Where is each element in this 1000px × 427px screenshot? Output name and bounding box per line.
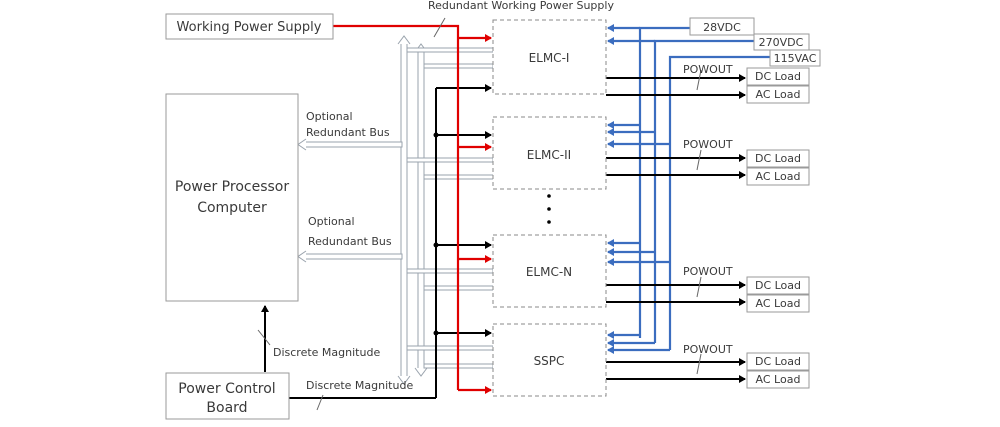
elmc-2-box	[492, 116, 607, 190]
discrete-magnitude-2-label: Discrete Magnitude	[306, 379, 413, 392]
elmc-1-box	[492, 19, 607, 95]
power-control-board-box	[165, 372, 290, 420]
ac-load-3-label: AC Load	[756, 297, 801, 310]
dc-load-3-box	[746, 276, 810, 295]
dc-load-2-label: DC Load	[755, 152, 801, 165]
sspc-box	[492, 323, 607, 397]
powout-4-label: POWOUT	[683, 343, 733, 356]
leader-lines	[257, 17, 446, 411]
supply-lines	[607, 24, 770, 354]
powout-2-label: POWOUT	[683, 138, 733, 151]
power-processor-computer-label-2: Computer	[197, 200, 267, 216]
vac115-label: 115VAC	[774, 52, 817, 65]
optional-redundant-bus-2-label-2: Redundant Bus	[308, 235, 392, 248]
elmc-n-box	[492, 234, 607, 308]
ellipsis-dots	[547, 194, 551, 224]
power-control-board-label-1: Power Control	[178, 381, 275, 397]
sspc-label: SSPC	[534, 354, 565, 368]
dc-load-4-box	[746, 352, 810, 371]
dc-load-1-label: DC Load	[755, 70, 801, 83]
output-lines	[606, 69, 746, 383]
vac115-box	[769, 49, 821, 67]
ac-load-1-box	[746, 85, 810, 104]
elmc-2-label: ELMC-II	[527, 148, 571, 162]
control-lines	[261, 84, 492, 399]
elmc-n-label: ELMC-N	[526, 265, 572, 279]
dc-load-3-label: DC Load	[755, 279, 801, 292]
power-control-board-label-2: Board	[206, 400, 247, 416]
elmc-1-label: ELMC-I	[529, 51, 570, 65]
discrete-magnitude-1-label: Discrete Magnitude	[273, 346, 380, 359]
working-power-supply-label: Working Power Supply	[177, 20, 322, 35]
ac-load-4-label: AC Load	[756, 373, 801, 386]
vdc28-label: 28VDC	[703, 21, 741, 34]
optional-redundant-bus-2-label-1: Optional	[308, 215, 355, 228]
ac-load-1-label: AC Load	[756, 88, 801, 101]
redundant-bus-connectors	[297, 138, 403, 263]
ac-load-2-box	[746, 167, 810, 186]
working-power-supply-box	[165, 13, 334, 40]
redundant-working-power-supply-label: Redundant Working Power Supply	[428, 0, 614, 12]
dc-load-1-box	[746, 67, 810, 86]
vertical-bus	[397, 35, 428, 385]
power-processor-computer-box	[165, 93, 299, 302]
vdc28-box	[689, 17, 755, 36]
power-processor-computer-label-1: Power Processor	[175, 179, 289, 195]
working-power-line	[333, 24, 492, 394]
ac-load-3-box	[746, 294, 810, 313]
dc-load-2-box	[746, 149, 810, 168]
vdc270-label: 270VDC	[759, 36, 804, 49]
powout-1-label: POWOUT	[683, 63, 733, 76]
dc-load-4-label: DC Load	[755, 355, 801, 368]
powout-3-label: POWOUT	[683, 265, 733, 278]
ac-load-2-label: AC Load	[756, 170, 801, 183]
optional-redundant-bus-1-label-1: Optional	[306, 110, 353, 123]
optional-redundant-bus-1-label-2: Redundant Bus	[306, 126, 390, 139]
ac-load-4-box	[746, 370, 810, 389]
